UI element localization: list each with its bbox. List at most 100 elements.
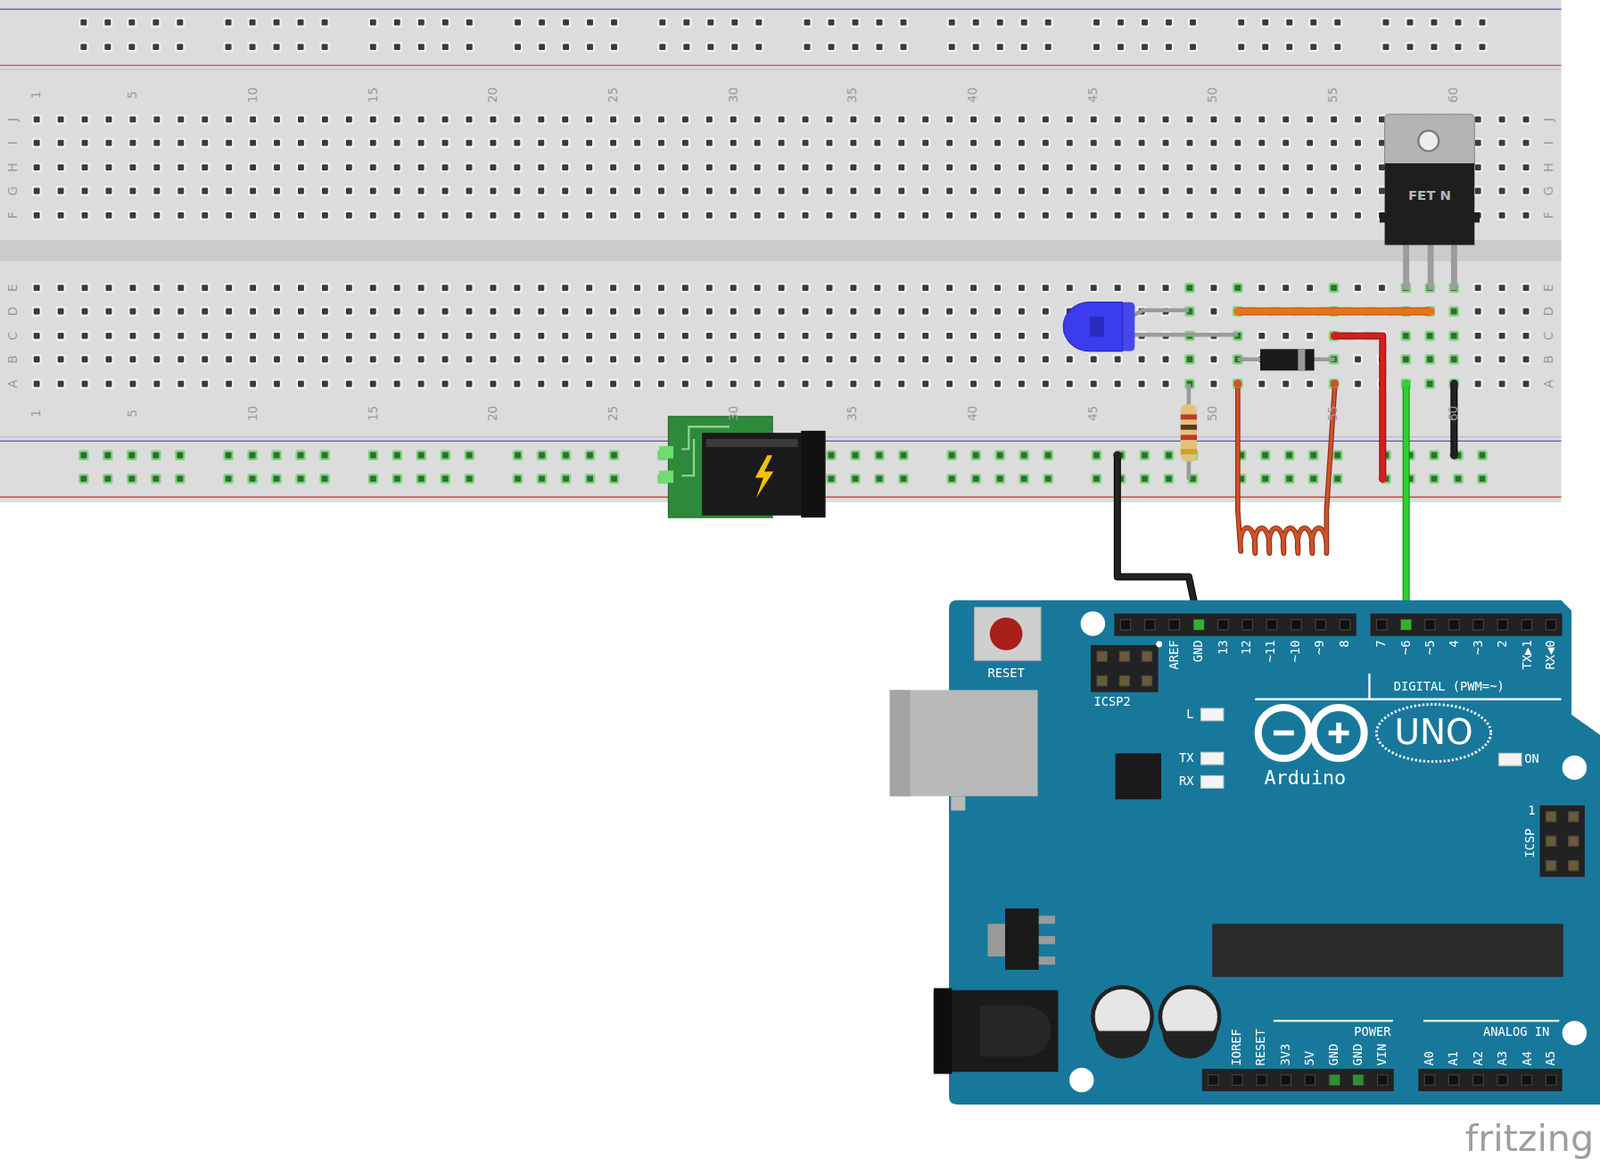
- hole-center: [129, 332, 136, 339]
- hole: [272, 354, 282, 364]
- hole: [1452, 41, 1463, 52]
- hole: [295, 41, 306, 52]
- hole-center: [754, 164, 761, 171]
- hole: [1476, 16, 1487, 27]
- hole-center: [1042, 140, 1049, 147]
- hole: [103, 354, 114, 364]
- hole-center: [249, 19, 256, 26]
- hole-center: [1499, 284, 1506, 291]
- hole-center: [370, 188, 377, 195]
- hole-center: [297, 19, 305, 26]
- gnd-pin-highlight: [1352, 1074, 1363, 1085]
- hole: [1425, 354, 1436, 364]
- pin-header: [1202, 1068, 1394, 1091]
- hole-center: [948, 475, 956, 482]
- hole: [78, 16, 89, 27]
- fet-leg: [1402, 240, 1410, 290]
- hole-center: [176, 475, 183, 482]
- hole: [872, 114, 883, 124]
- hole-center: [1090, 284, 1097, 291]
- breadboard-index: E: [6, 283, 20, 292]
- pin-label: 12: [1240, 639, 1254, 655]
- hole: [849, 473, 860, 484]
- hole: [1520, 137, 1531, 148]
- hole-center: [804, 43, 811, 50]
- hole: [150, 473, 161, 484]
- led-inner: [1089, 316, 1105, 338]
- pin-label: ~6: [1399, 639, 1413, 655]
- wire: [1237, 308, 1431, 315]
- hole-center: [297, 212, 305, 219]
- hole: [55, 305, 66, 316]
- hole: [800, 137, 810, 148]
- hole: [1280, 162, 1291, 173]
- hole-center: [1306, 115, 1313, 123]
- hole-center: [658, 115, 665, 123]
- hole: [1520, 210, 1531, 221]
- hole-center: [537, 355, 545, 363]
- hole: [992, 185, 1003, 196]
- hole: [608, 210, 619, 221]
- hole-center: [1090, 355, 1097, 363]
- hole: [824, 162, 834, 173]
- hole-center: [946, 164, 953, 171]
- pin-label: 3V3: [1278, 1043, 1293, 1066]
- hole: [439, 137, 450, 148]
- hole: [368, 16, 379, 27]
- hole: [968, 114, 979, 124]
- hole: [1256, 185, 1267, 196]
- hole: [656, 305, 667, 316]
- hole-center: [537, 308, 545, 315]
- hole: [199, 354, 210, 364]
- hole-center: [1282, 332, 1289, 339]
- hole-center: [1479, 475, 1486, 482]
- hole: [79, 114, 90, 124]
- hole: [368, 185, 379, 196]
- hole-center: [754, 115, 761, 123]
- hole-center: [561, 164, 569, 171]
- hole-center: [321, 475, 329, 482]
- hole: [971, 16, 982, 27]
- hole: [55, 137, 66, 148]
- hole-center: [513, 212, 520, 219]
- hole: [584, 185, 594, 196]
- hole-center: [1354, 284, 1361, 291]
- hole-center: [297, 380, 305, 388]
- hole-center: [418, 332, 425, 339]
- hole-center: [922, 355, 929, 363]
- hole-center: [129, 284, 136, 291]
- hole: [848, 185, 858, 196]
- hole-center: [466, 284, 473, 291]
- hole: [1449, 305, 1460, 316]
- hole-center: [466, 308, 473, 315]
- hole: [992, 162, 1003, 173]
- hole-center: [802, 332, 809, 339]
- hole: [391, 210, 402, 221]
- hole: [1064, 137, 1075, 148]
- hole-center: [321, 308, 329, 315]
- hole-center: [1306, 212, 1313, 219]
- hole-center: [1210, 355, 1217, 363]
- hole-center: [874, 284, 881, 291]
- hole: [1425, 378, 1436, 388]
- power-jack: [659, 416, 825, 518]
- hole: [127, 378, 138, 388]
- hole-center: [706, 188, 713, 195]
- hole-center: [346, 164, 353, 171]
- hole: [511, 305, 522, 316]
- hole-center: [273, 355, 281, 363]
- hole-center: [778, 380, 785, 388]
- hole-center: [1407, 43, 1414, 50]
- breadboard-index: 60: [1447, 405, 1461, 421]
- hole: [511, 114, 522, 124]
- hole: [632, 210, 643, 221]
- hole: [247, 114, 258, 124]
- hole: [1208, 185, 1219, 196]
- hole: [464, 16, 475, 27]
- hole: [415, 114, 426, 124]
- hole-center: [634, 140, 641, 147]
- hole: [584, 162, 594, 173]
- hole-center: [874, 212, 881, 219]
- gnd-pin-highlight: [1329, 1074, 1340, 1085]
- hole: [896, 282, 907, 293]
